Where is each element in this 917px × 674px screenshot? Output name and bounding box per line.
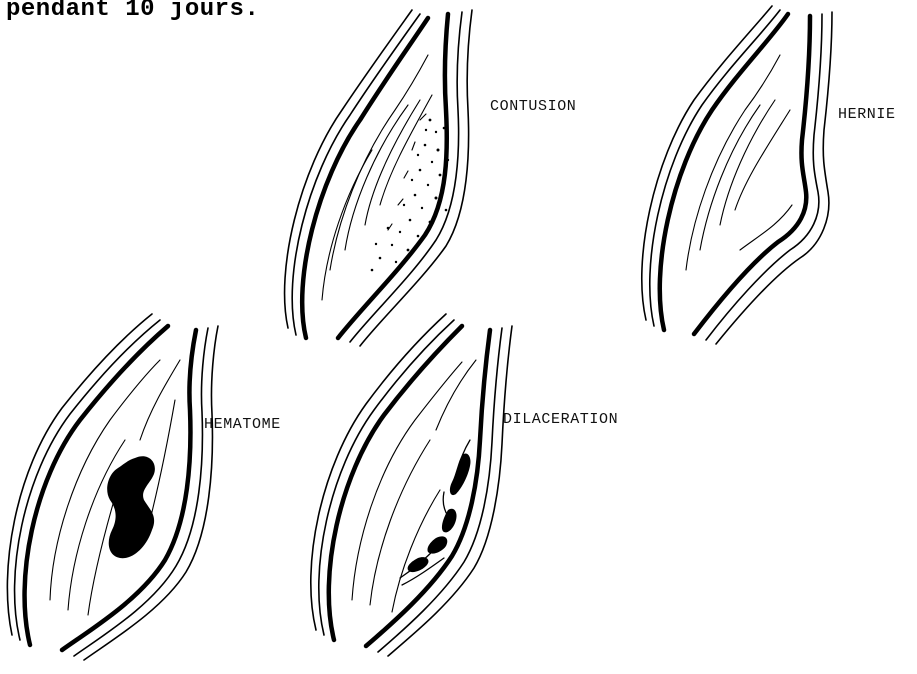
muscle-hernie [642, 6, 832, 344]
muscle-contusion [285, 10, 472, 346]
hematoma-blob [107, 456, 155, 558]
dilaceration-tears [400, 440, 471, 585]
label-hernie: HERNIE [838, 106, 896, 123]
label-hematome: HEMATOME [204, 416, 281, 433]
contusion-bruise-dots [371, 119, 449, 272]
muscle-hematome [7, 314, 218, 660]
label-contusion: CONTUSION [490, 98, 576, 115]
label-dilaceration: DILACERATION [503, 411, 618, 428]
muscle-dilaceration [311, 314, 512, 656]
